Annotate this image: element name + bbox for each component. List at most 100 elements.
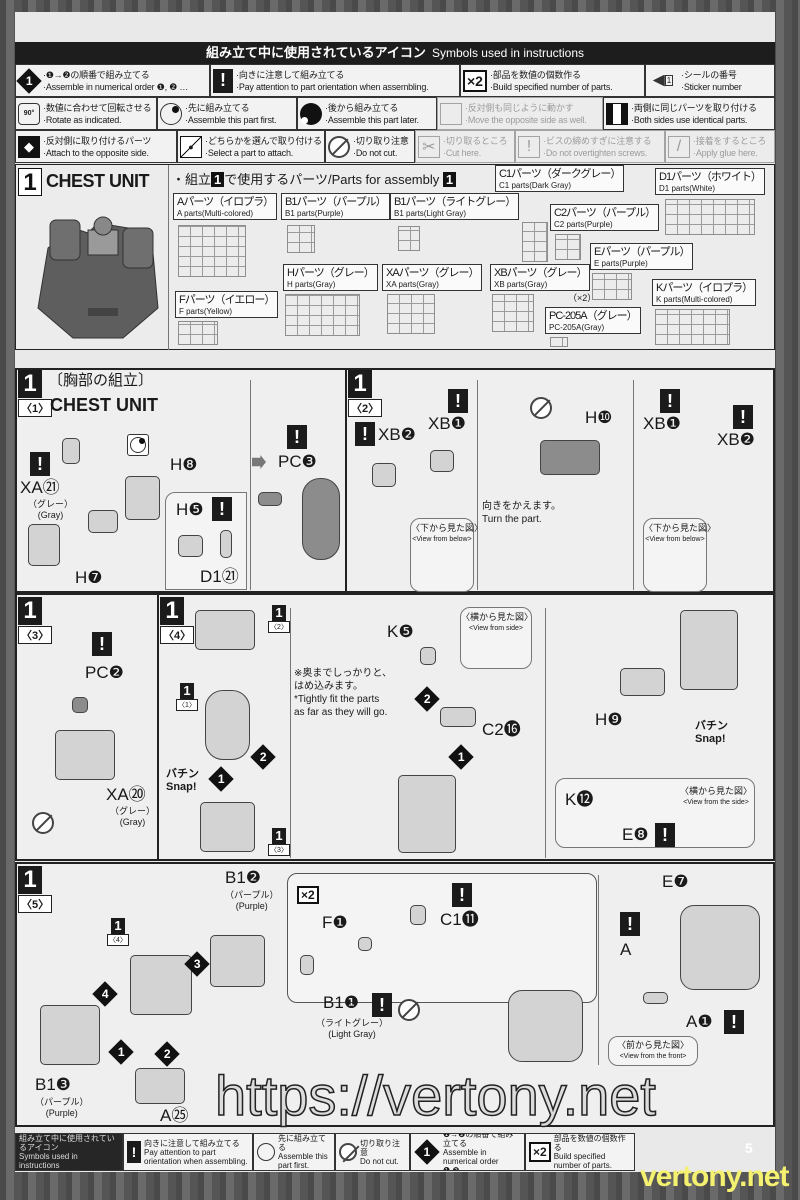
divider [477, 380, 478, 590]
both-sides-icon [606, 102, 628, 125]
page-number: 5 [745, 1140, 753, 1156]
color-note: （グレー）(Gray) [28, 499, 74, 520]
parts-label-k: Kパーツ（イロプラ）K parts(Multi-colored) [652, 279, 757, 306]
view-from-side-label: 〈横から見た図〉<View from the side> [680, 786, 753, 806]
callout-pc2: PC❷ [85, 663, 124, 682]
legend-assemble-later: 後から組み立てるAssemble this part later. [297, 97, 437, 130]
runner-xb [492, 294, 534, 332]
legend-jp: どちらかを選んで取り付ける [205, 135, 322, 147]
runner-pc205a [550, 337, 568, 347]
parts-label-xb: XBパーツ（グレー）XB parts(Gray) [490, 264, 591, 291]
runner-b1-purple [287, 225, 315, 253]
legend-rotate: 90°数値に合わせて回転させるRotate as indicated. [15, 97, 157, 130]
cut-here-icon: ✂ [418, 135, 440, 158]
runner-d1 [665, 199, 755, 235]
parts-label-d1: D1パーツ（ホワイト）D1 parts(White) [655, 168, 765, 195]
substep-label: 〈1〉 [18, 399, 53, 417]
move-opposite-icon [440, 102, 462, 125]
runner-c2 [555, 234, 581, 260]
part-illustration [125, 476, 160, 520]
divider [168, 165, 169, 350]
part-illustration [72, 697, 88, 713]
attention-icon: ! [452, 883, 472, 907]
runner-a [178, 225, 246, 277]
numbered-order-icon: 1 [414, 1139, 440, 1165]
legend-en: Assemble this part first. [185, 114, 277, 126]
no-cut-icon [398, 999, 420, 1021]
assemble-later-icon [300, 102, 322, 125]
part-illustration [220, 530, 232, 558]
step-title-en: CHEST UNIT [50, 395, 158, 415]
divider [250, 380, 251, 590]
attention-icon: ! [620, 912, 640, 936]
view-from-below-callout: 〈下から見た図〉<View from below> [410, 518, 483, 592]
multiply-icon: ×2 [297, 886, 319, 904]
color-note: （パープル）(Purple) [35, 1097, 89, 1118]
legend-jp: 後から組み立てる [325, 102, 419, 114]
callout-h9: H❾ [595, 710, 623, 729]
part-illustration [410, 905, 426, 925]
runner-f [178, 321, 218, 345]
part-illustration [508, 990, 583, 1062]
callout-h5: H❺ [176, 500, 204, 519]
divider [633, 380, 634, 590]
legend-jp: シールの番号 [681, 69, 742, 81]
runner-b1-lightgray [398, 226, 420, 251]
legend-jp: 部品を数値の個数作る [490, 69, 612, 81]
legend-jp: 反対側に取り付けるパーツ [43, 135, 152, 147]
legend-en: Build specified number of parts. [490, 81, 613, 93]
sub-assembly-box [287, 873, 597, 1003]
view-from-side-callout: 〈横から見た図〉<View from side> [460, 607, 533, 669]
assemble-first-icon [127, 434, 149, 456]
part-illustration [440, 707, 476, 727]
callout-h7: H❼ [75, 568, 103, 587]
legend-en: Apply glue here. [693, 147, 766, 159]
legend-en: Do not cut. [353, 147, 409, 159]
attention-icon: ! [30, 452, 50, 476]
step-reference: 1〈1〉 [176, 683, 198, 711]
legend-jp: 接着をするところ [693, 135, 767, 147]
step-reference: 1〈3〉 [268, 828, 290, 856]
attention-icon: ! [92, 632, 112, 656]
chest-unit-illustration [37, 216, 159, 339]
callout-k5: K❺ [387, 622, 414, 641]
part-illustration [680, 610, 738, 690]
chest-unit-title: CHEST UNIT [46, 171, 150, 191]
parts-label-e: Eパーツ（パープル）E parts(Purple) [590, 243, 694, 270]
legend-glue: /接着をするところApply glue here. [665, 130, 775, 163]
legend-select-part: ●どちらかを選んで取り付けるSelect a part to attach. [177, 130, 325, 163]
callout-a1: A❶ [686, 1012, 713, 1031]
callout-xb2-right: XB❷ [717, 430, 755, 449]
parts-label-xa: XAパーツ（グレー）XA parts(Gray) [382, 264, 483, 291]
assemble-first-icon [160, 102, 182, 125]
attention-icon: ! [733, 405, 753, 429]
view-from-below-callout: 〈下から見た図〉<View from below> [643, 518, 716, 592]
parts-label-pc205a: PC-205A（グレー）PC-205A(Gray) [545, 307, 641, 334]
runner-c1 [522, 222, 548, 262]
part-illustration [205, 690, 250, 760]
step-number: 1 [18, 597, 42, 625]
parts-label-f: Fパーツ（イエロー）F parts(Yellow) [175, 291, 279, 318]
part-illustration [210, 935, 265, 987]
part-illustration [358, 937, 372, 951]
part-illustration [300, 955, 314, 975]
step-reference: 1〈4〉 [107, 918, 129, 946]
callout-h8: H❽ [170, 455, 198, 474]
turn-part-note: 向きをかえます。Turn the part. [482, 501, 561, 525]
legend-jp: 切り取るところ [443, 135, 508, 147]
parts-label-a: Aパーツ（イロプラ）A parts(Multi-colored) [173, 193, 278, 220]
substep-label: 〈4〉 [160, 626, 195, 644]
callout-b1-2: B1❷ [225, 868, 262, 887]
part-illustration [420, 647, 436, 665]
callout-a-partial: A [620, 940, 632, 959]
next-arrow-icon [252, 455, 266, 469]
select-part-icon: ● [180, 135, 202, 158]
runner-e [592, 273, 632, 300]
